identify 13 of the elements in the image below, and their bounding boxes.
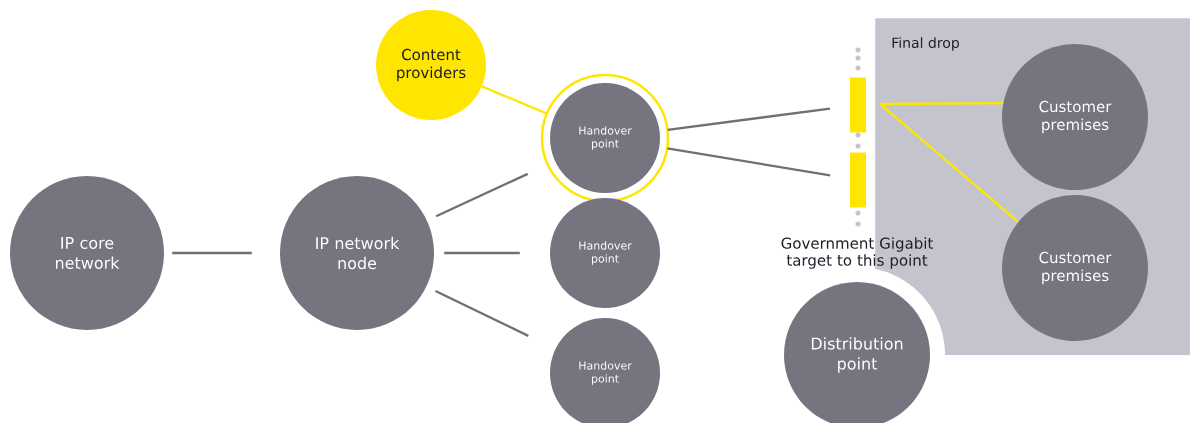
connector-line [481, 85, 548, 115]
connector-line [435, 289, 529, 337]
bar [850, 77, 866, 133]
connector-line [880, 101, 1004, 106]
node-label: Distribution point [811, 337, 903, 373]
connector-line [172, 251, 252, 255]
bar [850, 152, 866, 208]
connector-line [667, 107, 831, 131]
connector-line [444, 251, 520, 255]
note-text: Government Gigabit target to this point [781, 237, 933, 269]
connector-line [879, 103, 1019, 223]
connector-line [435, 172, 529, 218]
connector-line [667, 147, 831, 177]
